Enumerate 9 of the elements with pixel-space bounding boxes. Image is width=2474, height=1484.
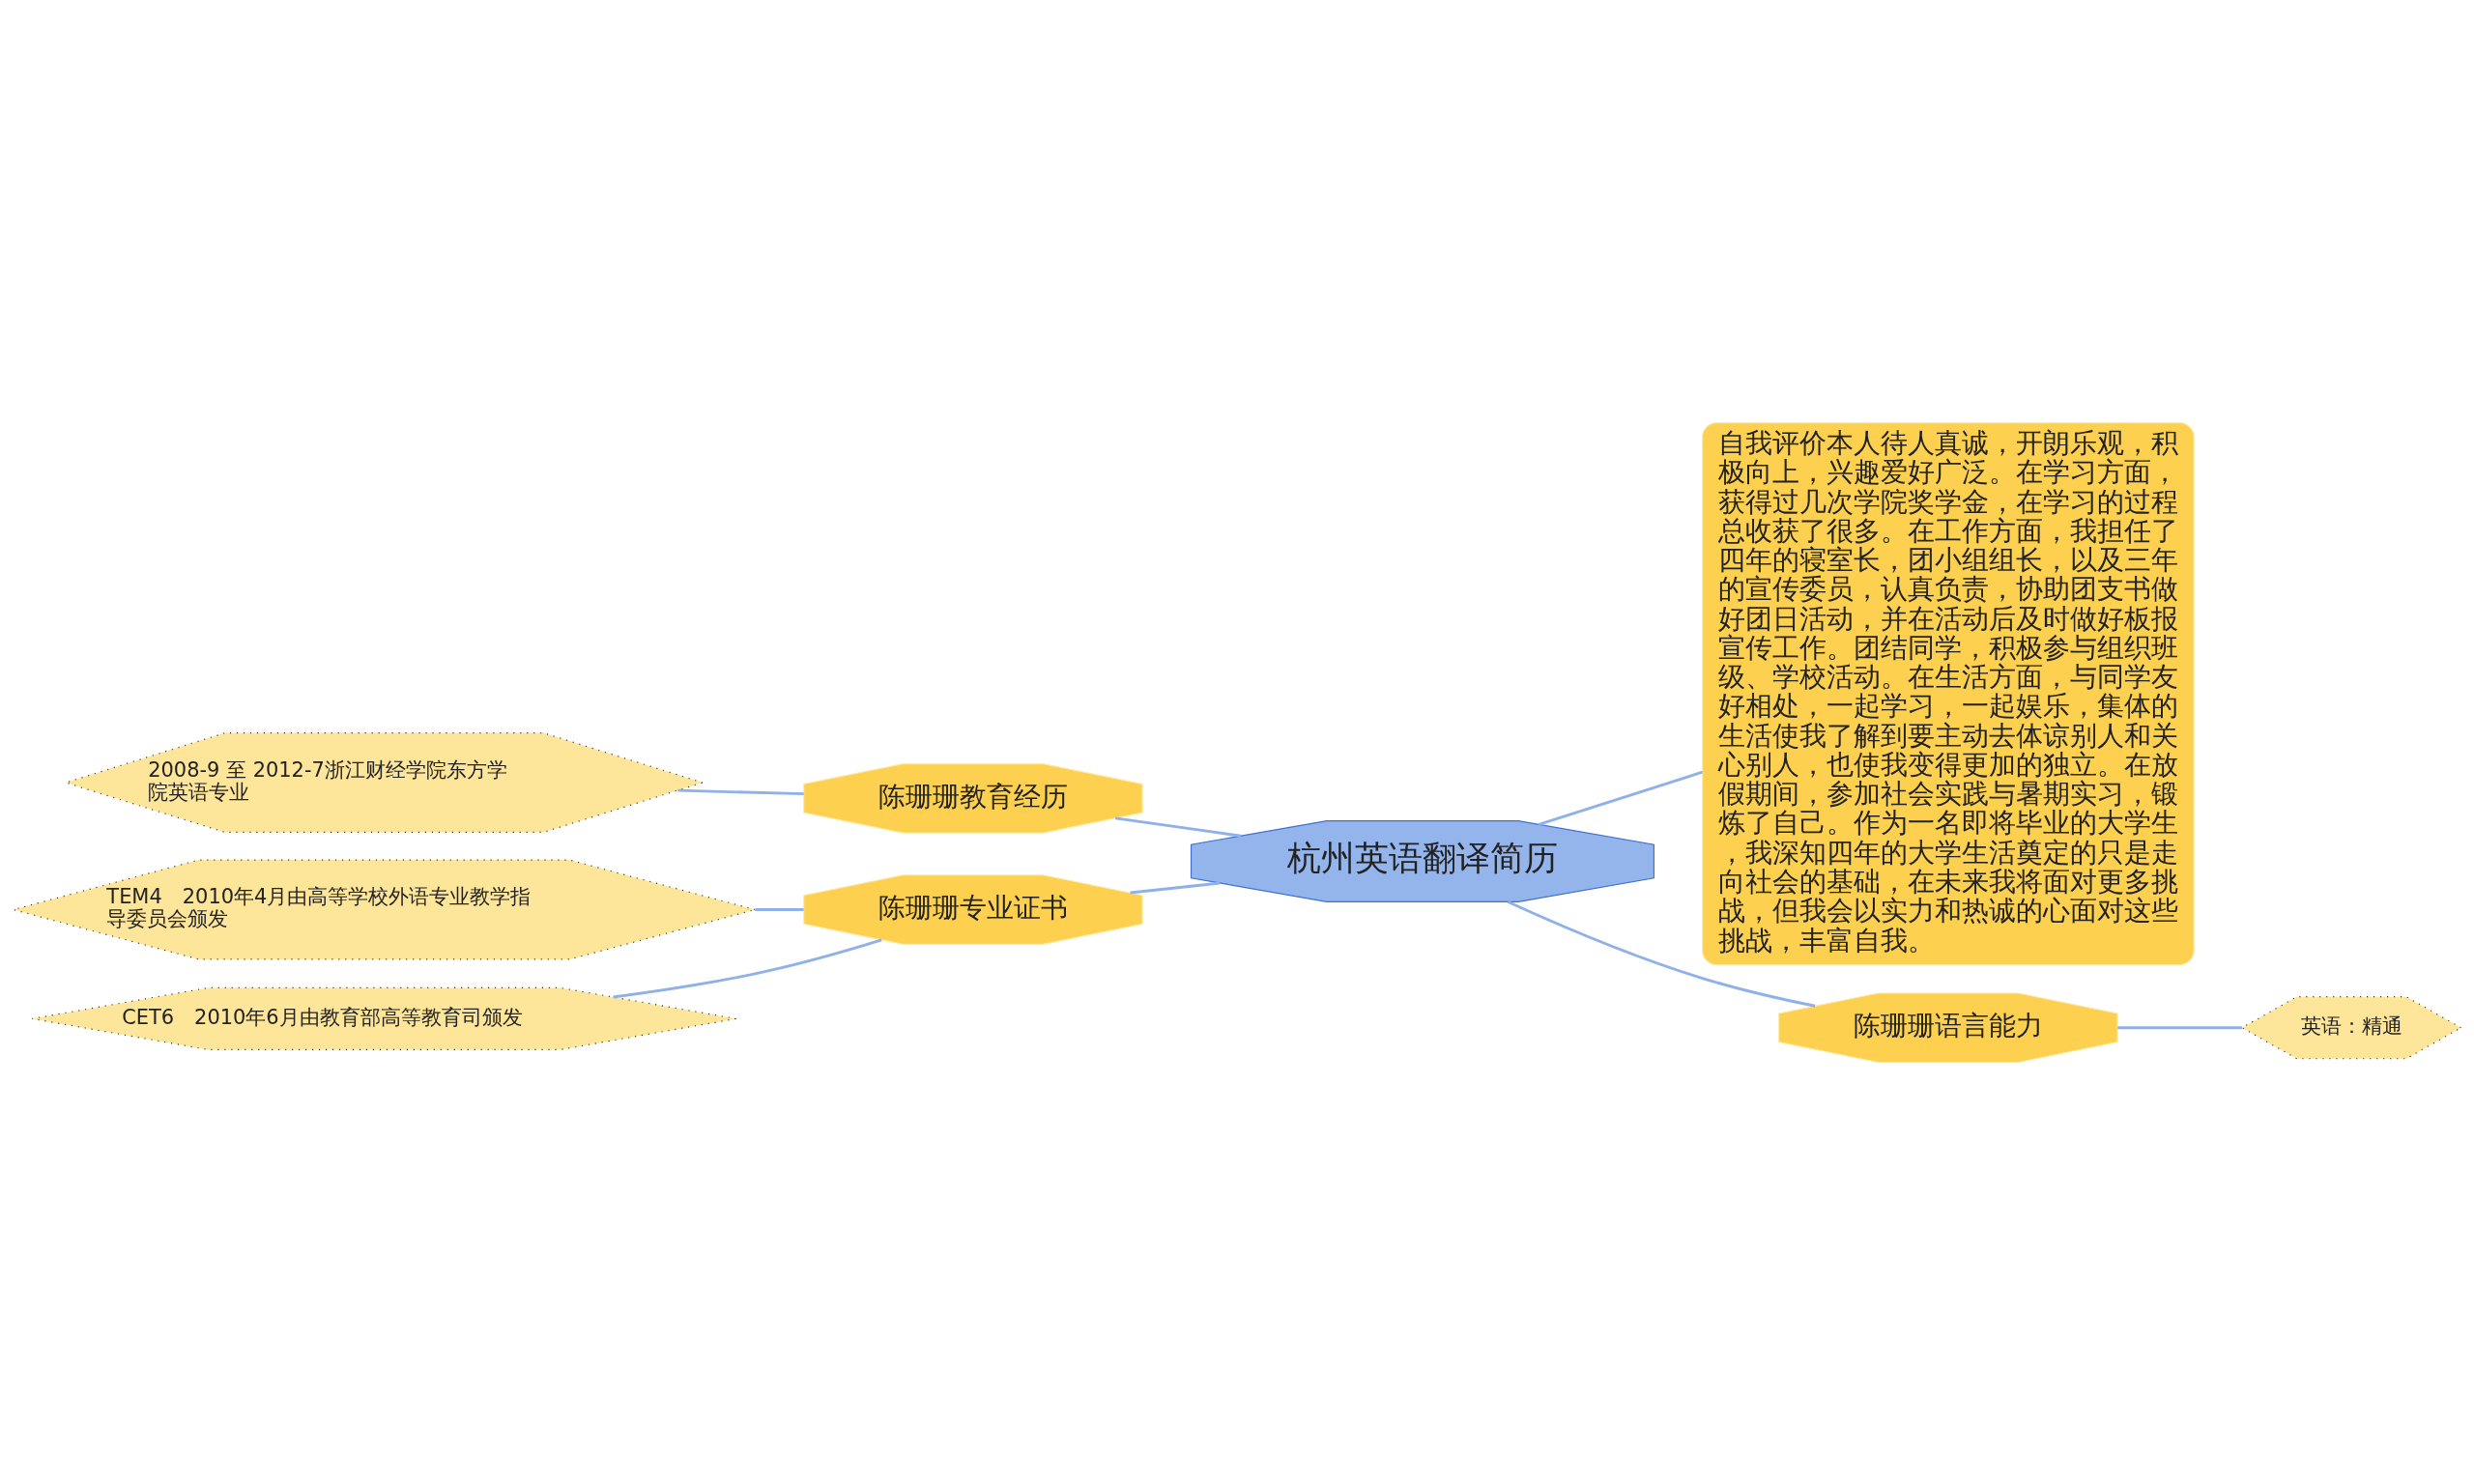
connector [1130,881,1221,894]
connector [613,938,882,998]
connector [1538,770,1703,826]
connector [755,907,804,911]
connector [1114,815,1242,838]
node-box: 自我评价本人待人真诚，开朗乐观，积极向上，兴趣爱好广泛。在学习方面，获得过几次学院奖学金，在学习的过程总收获了很多。在工作方面，我担任了四年的寝室长，团小组组长，以及三年的宣传委员，认真负责，协助团支书做好团日活动，并在活动后及时做好板报宣传工作。团结同学，积极参与组织班级、学校活动。在生活方面，与同学友好相处，一起学习，一起娱乐，集体的生活使我了解到要主动去体谅别人和关心别人，也使我变得更加的独立。在放假期间，参加社会实践与暑期实习，锻炼了自己。作为一名即将毕业的大学生，我深知四年的大学生活奠定的只是走向社会的基础，在未来我将面对更多挑战，但我会以实力和热诚的心面对这些挑战，丰富自我。 [1702,421,2195,965]
connector [677,788,804,795]
connector [1507,899,1816,1008]
connector [2117,1025,2243,1029]
